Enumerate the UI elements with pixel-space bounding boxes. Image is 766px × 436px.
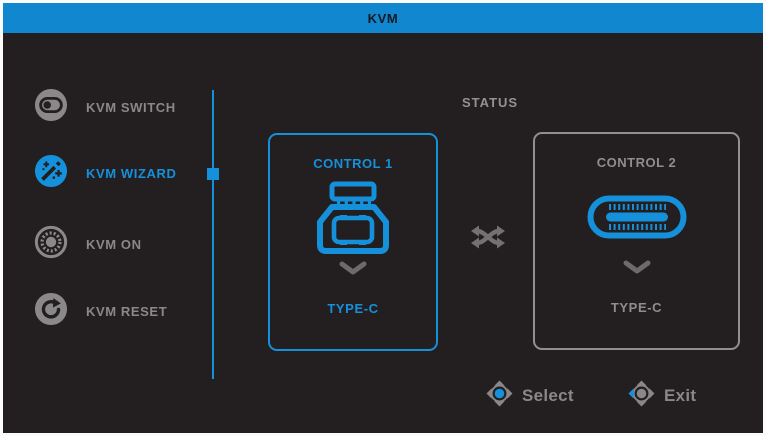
- select-hint-label: Select: [522, 386, 574, 405]
- select-hint: Select: [486, 380, 574, 412]
- toggle-icon: [34, 88, 68, 127]
- control-1-port: TYPE-C: [327, 301, 379, 316]
- sidebar-item-kvm-on[interactable]: KVM ON: [34, 225, 142, 264]
- reset-arrow-icon: [34, 292, 68, 331]
- sidebar-item-label: KVM ON: [86, 236, 142, 252]
- swap-arrows-icon: [470, 222, 506, 257]
- exit-hint-label: Exit: [664, 386, 697, 405]
- magic-wand-icon: [34, 154, 68, 193]
- header-bar: KVM: [3, 3, 763, 33]
- chevron-down-icon: [338, 261, 368, 280]
- sidebar-item-kvm-switch[interactable]: KVM SWITCH: [34, 88, 176, 127]
- control-2-title: CONTROL 2: [596, 155, 677, 170]
- sidebar-item-kvm-reset[interactable]: KVM RESET: [34, 292, 168, 331]
- sidebar-item-label: KVM SWITCH: [86, 99, 176, 115]
- usb-type-b-connector-icon: [311, 181, 395, 260]
- exit-hint: Exit: [628, 380, 696, 412]
- sidebar-item-label: KVM WIZARD: [86, 165, 177, 181]
- control-2-card[interactable]: CONTROL 2 TYPE-C: [533, 132, 740, 350]
- sidebar-item-kvm-wizard[interactable]: KVM WIZARD: [34, 154, 177, 193]
- control-1-title: CONTROL 1: [313, 156, 393, 171]
- chevron-down-icon: [622, 260, 652, 279]
- joystick-left-icon: [628, 380, 655, 412]
- joystick-button-icon: [34, 225, 68, 264]
- control-1-card[interactable]: CONTROL 1 TYPE-C: [268, 133, 438, 351]
- usb-type-c-connector-icon: [587, 195, 687, 244]
- control-2-port: TYPE-C: [610, 300, 663, 315]
- menu-scrollbar-handle[interactable]: [207, 168, 219, 180]
- status-heading: STATUS: [462, 95, 519, 110]
- menu-scrollbar-track: [212, 90, 214, 379]
- sidebar-item-label: KVM RESET: [86, 303, 168, 319]
- page-title: KVM: [367, 10, 399, 26]
- joystick-press-icon: [486, 380, 513, 412]
